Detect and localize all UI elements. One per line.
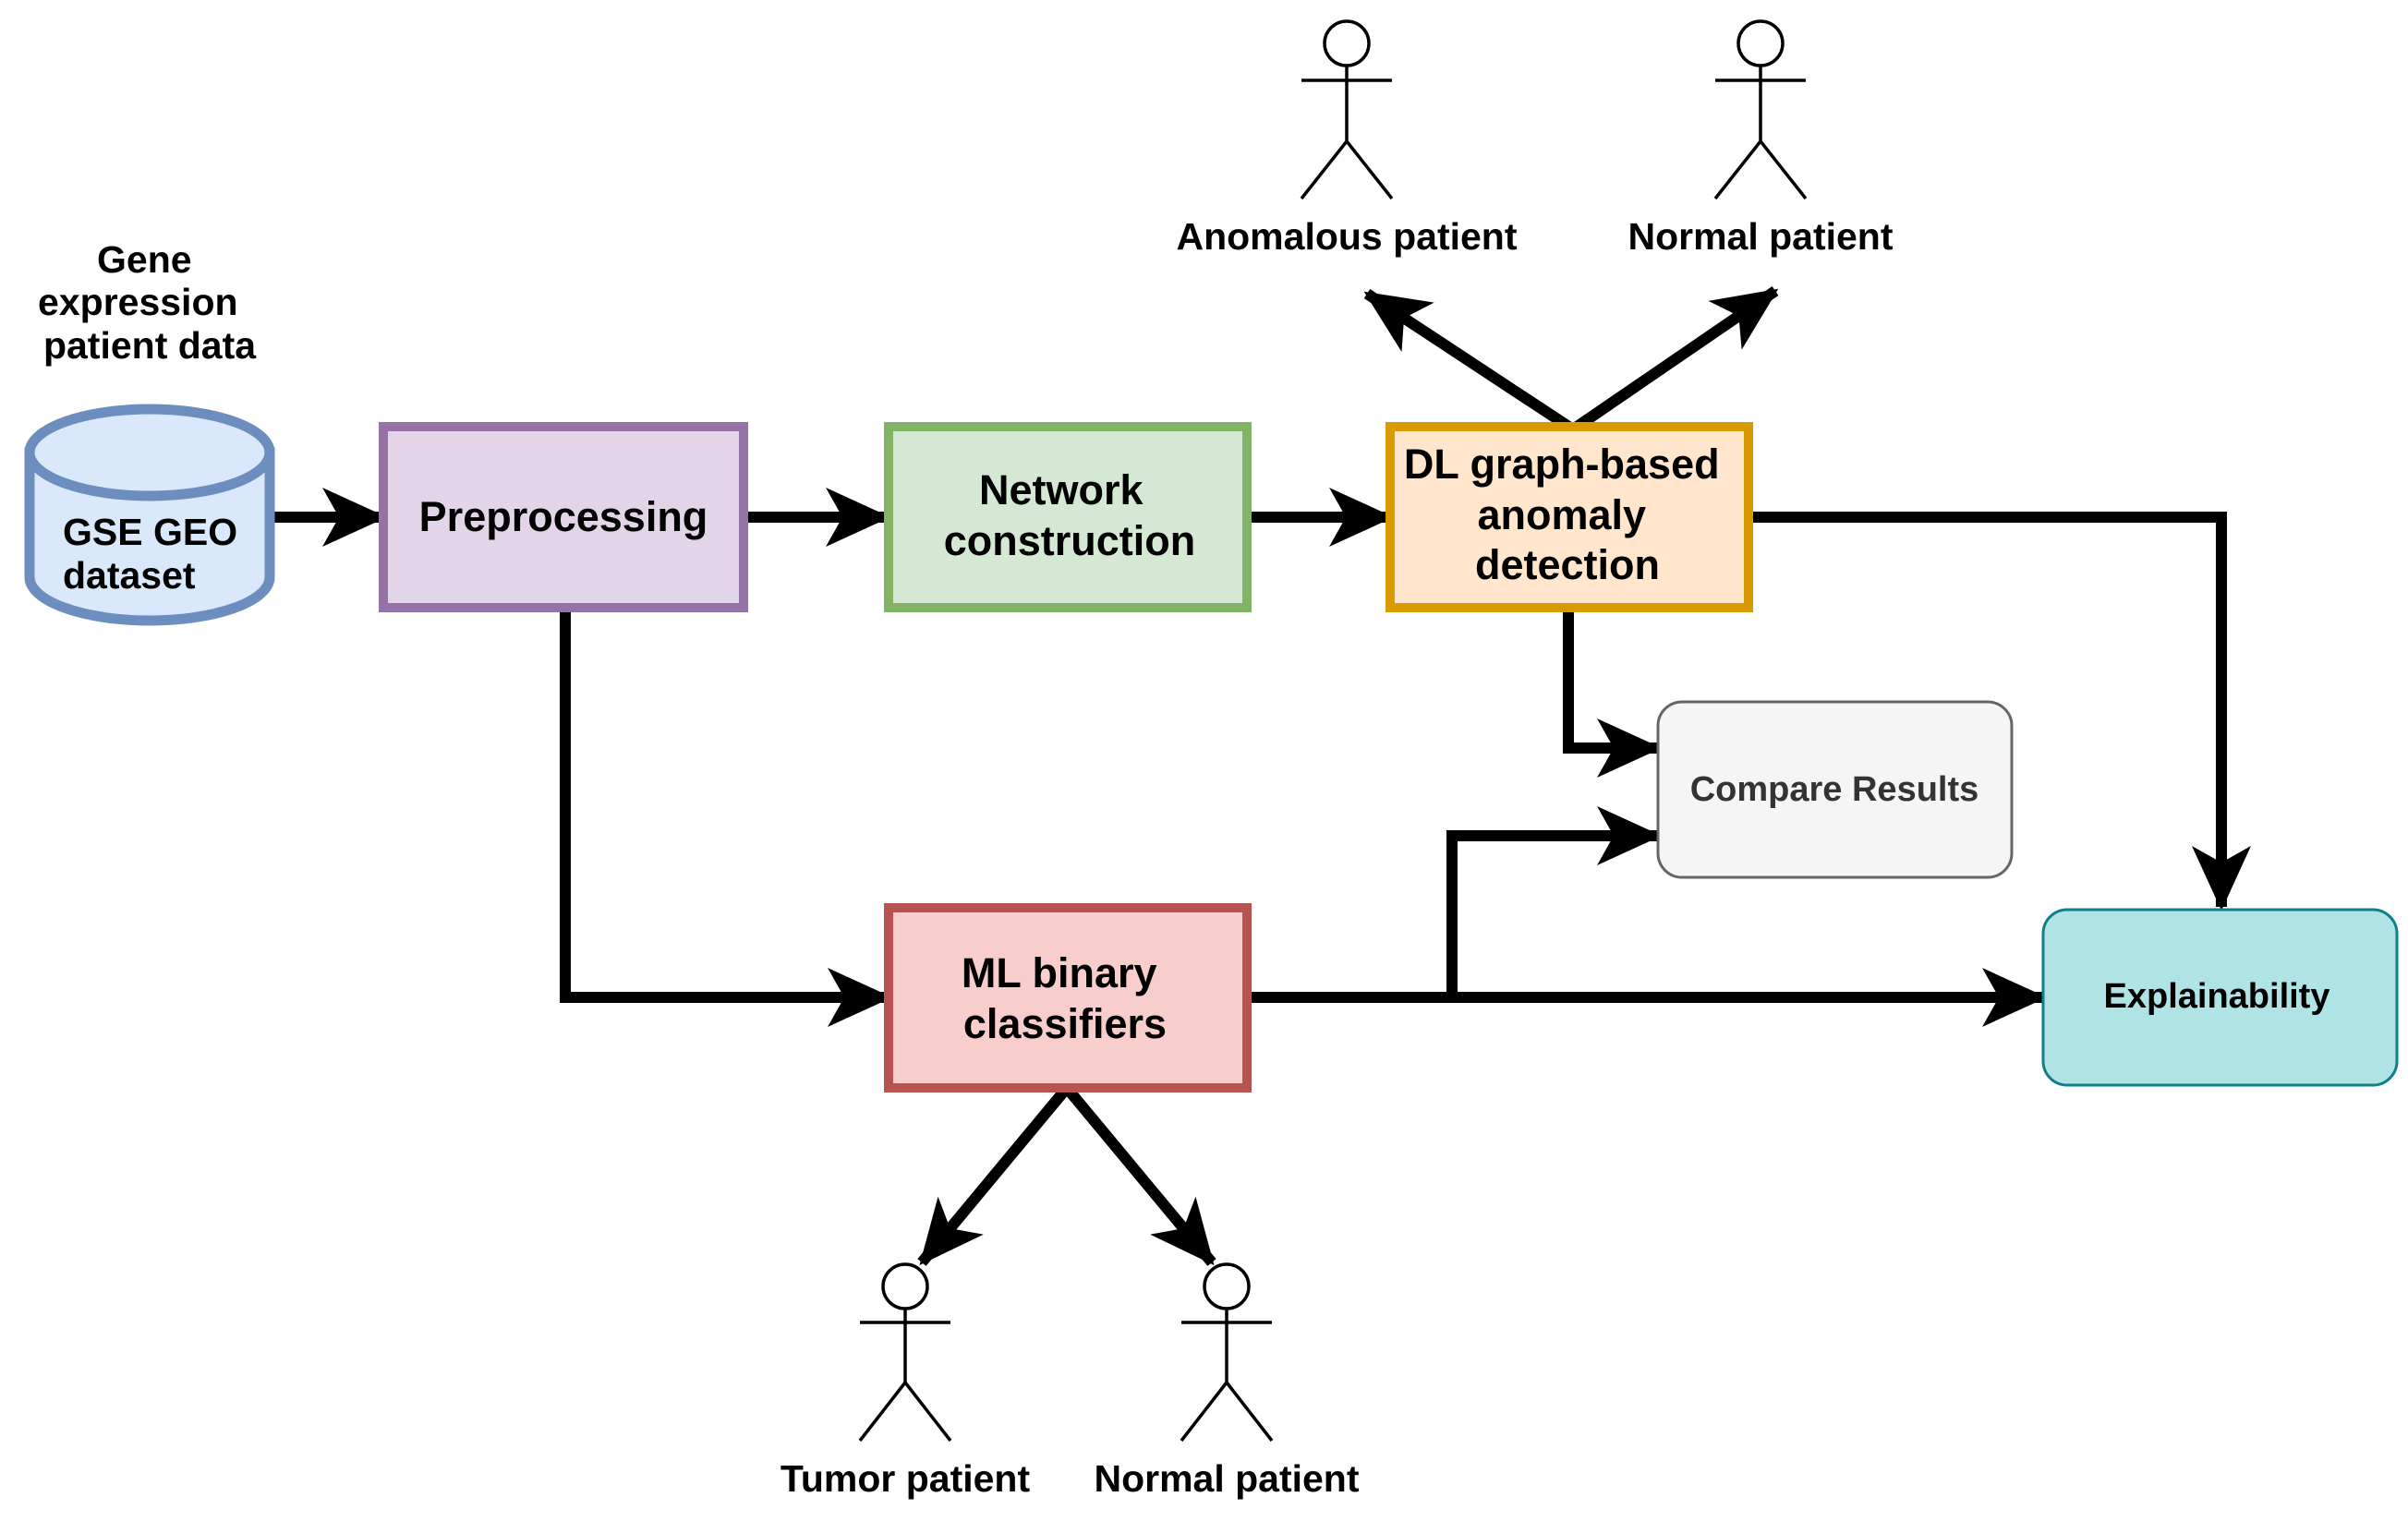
dl-anomaly-detection-label: DL graph-based anomaly detection <box>1404 441 1731 588</box>
ml-classifiers-label: ML binary classifiers <box>962 949 1168 1047</box>
stick-figure-icon <box>858 1262 952 1443</box>
stick-figure-icon <box>1300 19 1394 200</box>
arrow-ml-to-compare <box>1446 806 1662 997</box>
arrow-dl-to-normal-patient <box>1569 286 1779 434</box>
explainability-node[interactable]: Explainability <box>2041 908 2399 1087</box>
arrow-dl-to-explainability <box>1749 512 2251 911</box>
explainability-box <box>2041 908 2399 1087</box>
preprocessing-node[interactable]: Preprocessing <box>379 422 748 612</box>
explainability-label: Explainability <box>2104 977 2330 1016</box>
ml-classifiers-box <box>884 903 1252 1092</box>
stick-figure-icon <box>1180 1262 1274 1443</box>
actor-normal-patient-bottom: Normal patient <box>1094 1262 1360 1500</box>
database-cylinder-top <box>24 404 275 501</box>
database-node[interactable]: GSE GEO dataset <box>24 404 275 626</box>
compare-results-node[interactable]: Compare Results <box>1656 700 2014 879</box>
actor-label: Tumor patient <box>780 1457 1031 1500</box>
network-construction-box <box>884 422 1252 612</box>
arrow-dl-to-anomalous-patient <box>1363 288 1577 435</box>
arrow-dl-to-compare <box>1563 608 1662 778</box>
actor-anomalous-patient: Anomalous patient <box>1176 19 1518 258</box>
preprocessing-label: Preprocessing <box>419 493 708 540</box>
connectors <box>272 286 2251 1266</box>
dl-anomaly-detection-node[interactable]: DL graph-based anomaly detection <box>1386 422 1753 612</box>
actor-label: Anomalous patient <box>1176 215 1517 258</box>
network-construction-label: Network construction <box>944 466 1196 564</box>
preprocessing-box <box>379 422 748 612</box>
actor-normal-patient-top: Normal patient <box>1628 19 1894 258</box>
compare-results-box <box>1656 700 2014 879</box>
compare-results-label: Compare Results <box>1690 770 1979 809</box>
actor-label: Normal patient <box>1628 215 1893 258</box>
ml-classifiers-node[interactable]: ML binary classifiers <box>884 903 1252 1092</box>
stick-figure-icon <box>1713 19 1808 200</box>
arrow-ml-to-tumor-patient <box>917 1084 1071 1266</box>
arrow-preprocessing-to-ml <box>560 608 892 1027</box>
actor-tumor-patient: Tumor patient <box>780 1262 1031 1500</box>
arrow-ml-to-normal-patient <box>1062 1084 1216 1266</box>
data-title: Gene expression patient data <box>38 238 257 367</box>
dl-anomaly-detection-box <box>1386 422 1753 612</box>
database-label: GSE GEO dataset <box>63 511 248 597</box>
actor-label: Normal patient <box>1094 1457 1359 1500</box>
network-construction-node[interactable]: Network construction <box>884 422 1252 612</box>
